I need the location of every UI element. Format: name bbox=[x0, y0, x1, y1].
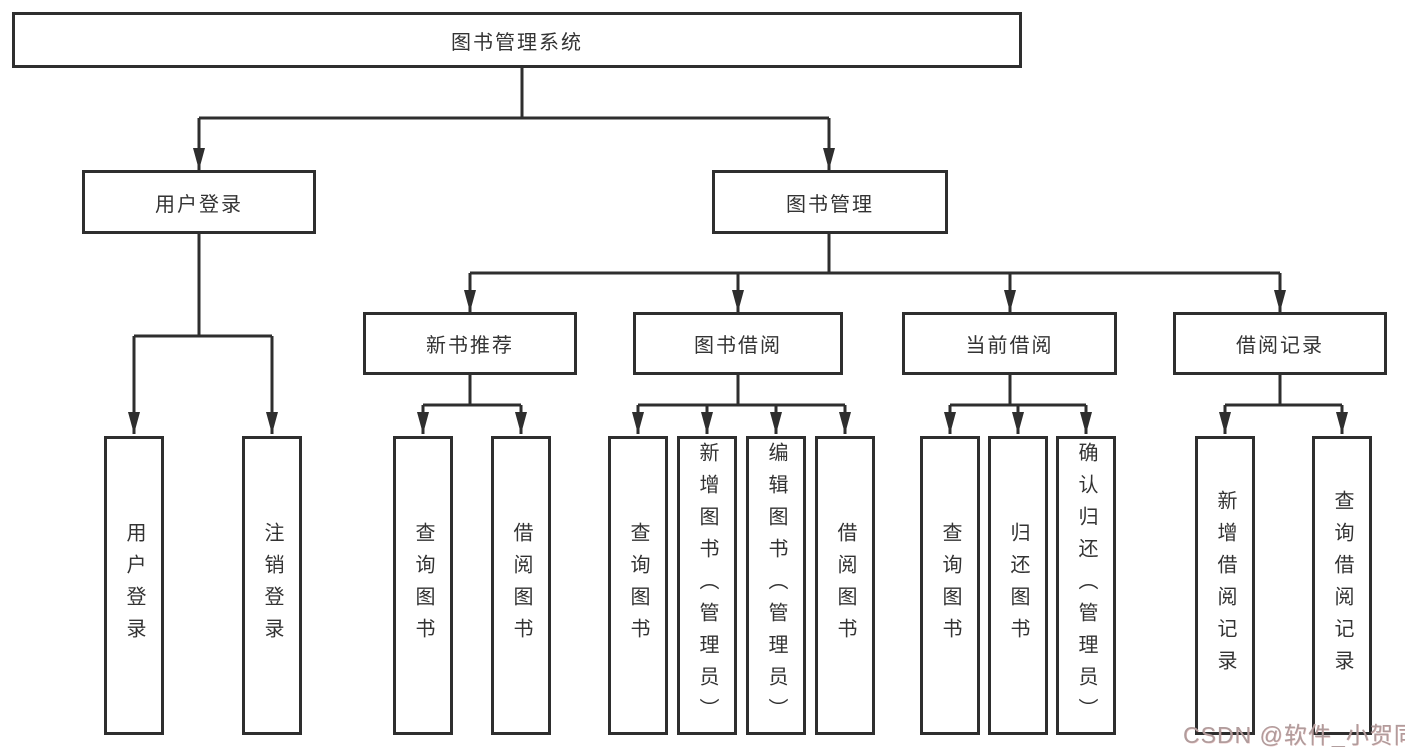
node-label: 查询图书 bbox=[412, 521, 434, 650]
node-label: 用户登录 bbox=[155, 193, 243, 216]
node-borrow-record: 借阅记录 bbox=[1173, 312, 1387, 375]
node-leaf-query-borrow-record: 查询借阅记录 bbox=[1312, 436, 1372, 735]
csdn-watermark: CSDN @软件_小贺同学 bbox=[1183, 722, 1405, 747]
node-label: 编辑图书（管理员） bbox=[765, 441, 787, 730]
node-label: 当前借阅 bbox=[965, 335, 1054, 357]
node-label: 归还图书 bbox=[1007, 521, 1029, 650]
node-label: 注销登录 bbox=[261, 521, 283, 650]
node-book-borrow: 图书借阅 bbox=[633, 312, 843, 375]
node-label: 查询图书 bbox=[939, 521, 961, 650]
node-label: 确认归还（管理员） bbox=[1075, 441, 1097, 730]
node-leaf-query-book-3: 查询图书 bbox=[920, 436, 980, 735]
node-label: 图书管理 bbox=[786, 193, 874, 216]
node-label: 图书借阅 bbox=[694, 335, 782, 357]
node-label: 借阅图书 bbox=[510, 521, 532, 650]
node-label: 图书管理系统 bbox=[451, 31, 583, 54]
node-label: 借阅记录 bbox=[1236, 335, 1324, 357]
node-leaf-query-book-2: 查询图书 bbox=[608, 436, 668, 735]
node-label: 查询图书 bbox=[627, 521, 649, 650]
node-current-borrow: 当前借阅 bbox=[902, 312, 1117, 375]
node-label: 查询借阅记录 bbox=[1331, 489, 1353, 682]
node-new-book-recommend: 新书推荐 bbox=[363, 312, 577, 375]
node-leaf-add-book-admin: 新增图书（管理员） bbox=[677, 436, 737, 735]
node-label: 新增图书（管理员） bbox=[696, 441, 718, 730]
node-label: 新增借阅记录 bbox=[1214, 489, 1236, 682]
node-leaf-user-login: 用户登录 bbox=[104, 436, 164, 735]
node-root-system: 图书管理系统 bbox=[12, 12, 1022, 68]
node-book-manage: 图书管理 bbox=[712, 170, 948, 234]
node-label: 新书推荐 bbox=[426, 335, 514, 357]
arrowheads bbox=[128, 148, 1348, 434]
node-leaf-edit-book-admin: 编辑图书（管理员） bbox=[746, 436, 806, 735]
node-user-login: 用户登录 bbox=[82, 170, 316, 234]
node-leaf-return-book: 归还图书 bbox=[988, 436, 1048, 735]
node-label: 借阅图书 bbox=[834, 521, 856, 650]
node-leaf-borrow-book-1: 借阅图书 bbox=[491, 436, 551, 735]
node-leaf-logout: 注销登录 bbox=[242, 436, 302, 735]
node-leaf-confirm-return: 确认归还（管理员） bbox=[1056, 436, 1116, 735]
node-leaf-add-borrow-record: 新增借阅记录 bbox=[1195, 436, 1255, 735]
node-label: 用户登录 bbox=[123, 521, 145, 650]
node-leaf-query-book-1: 查询图书 bbox=[393, 436, 453, 735]
node-leaf-borrow-book-2: 借阅图书 bbox=[815, 436, 875, 735]
